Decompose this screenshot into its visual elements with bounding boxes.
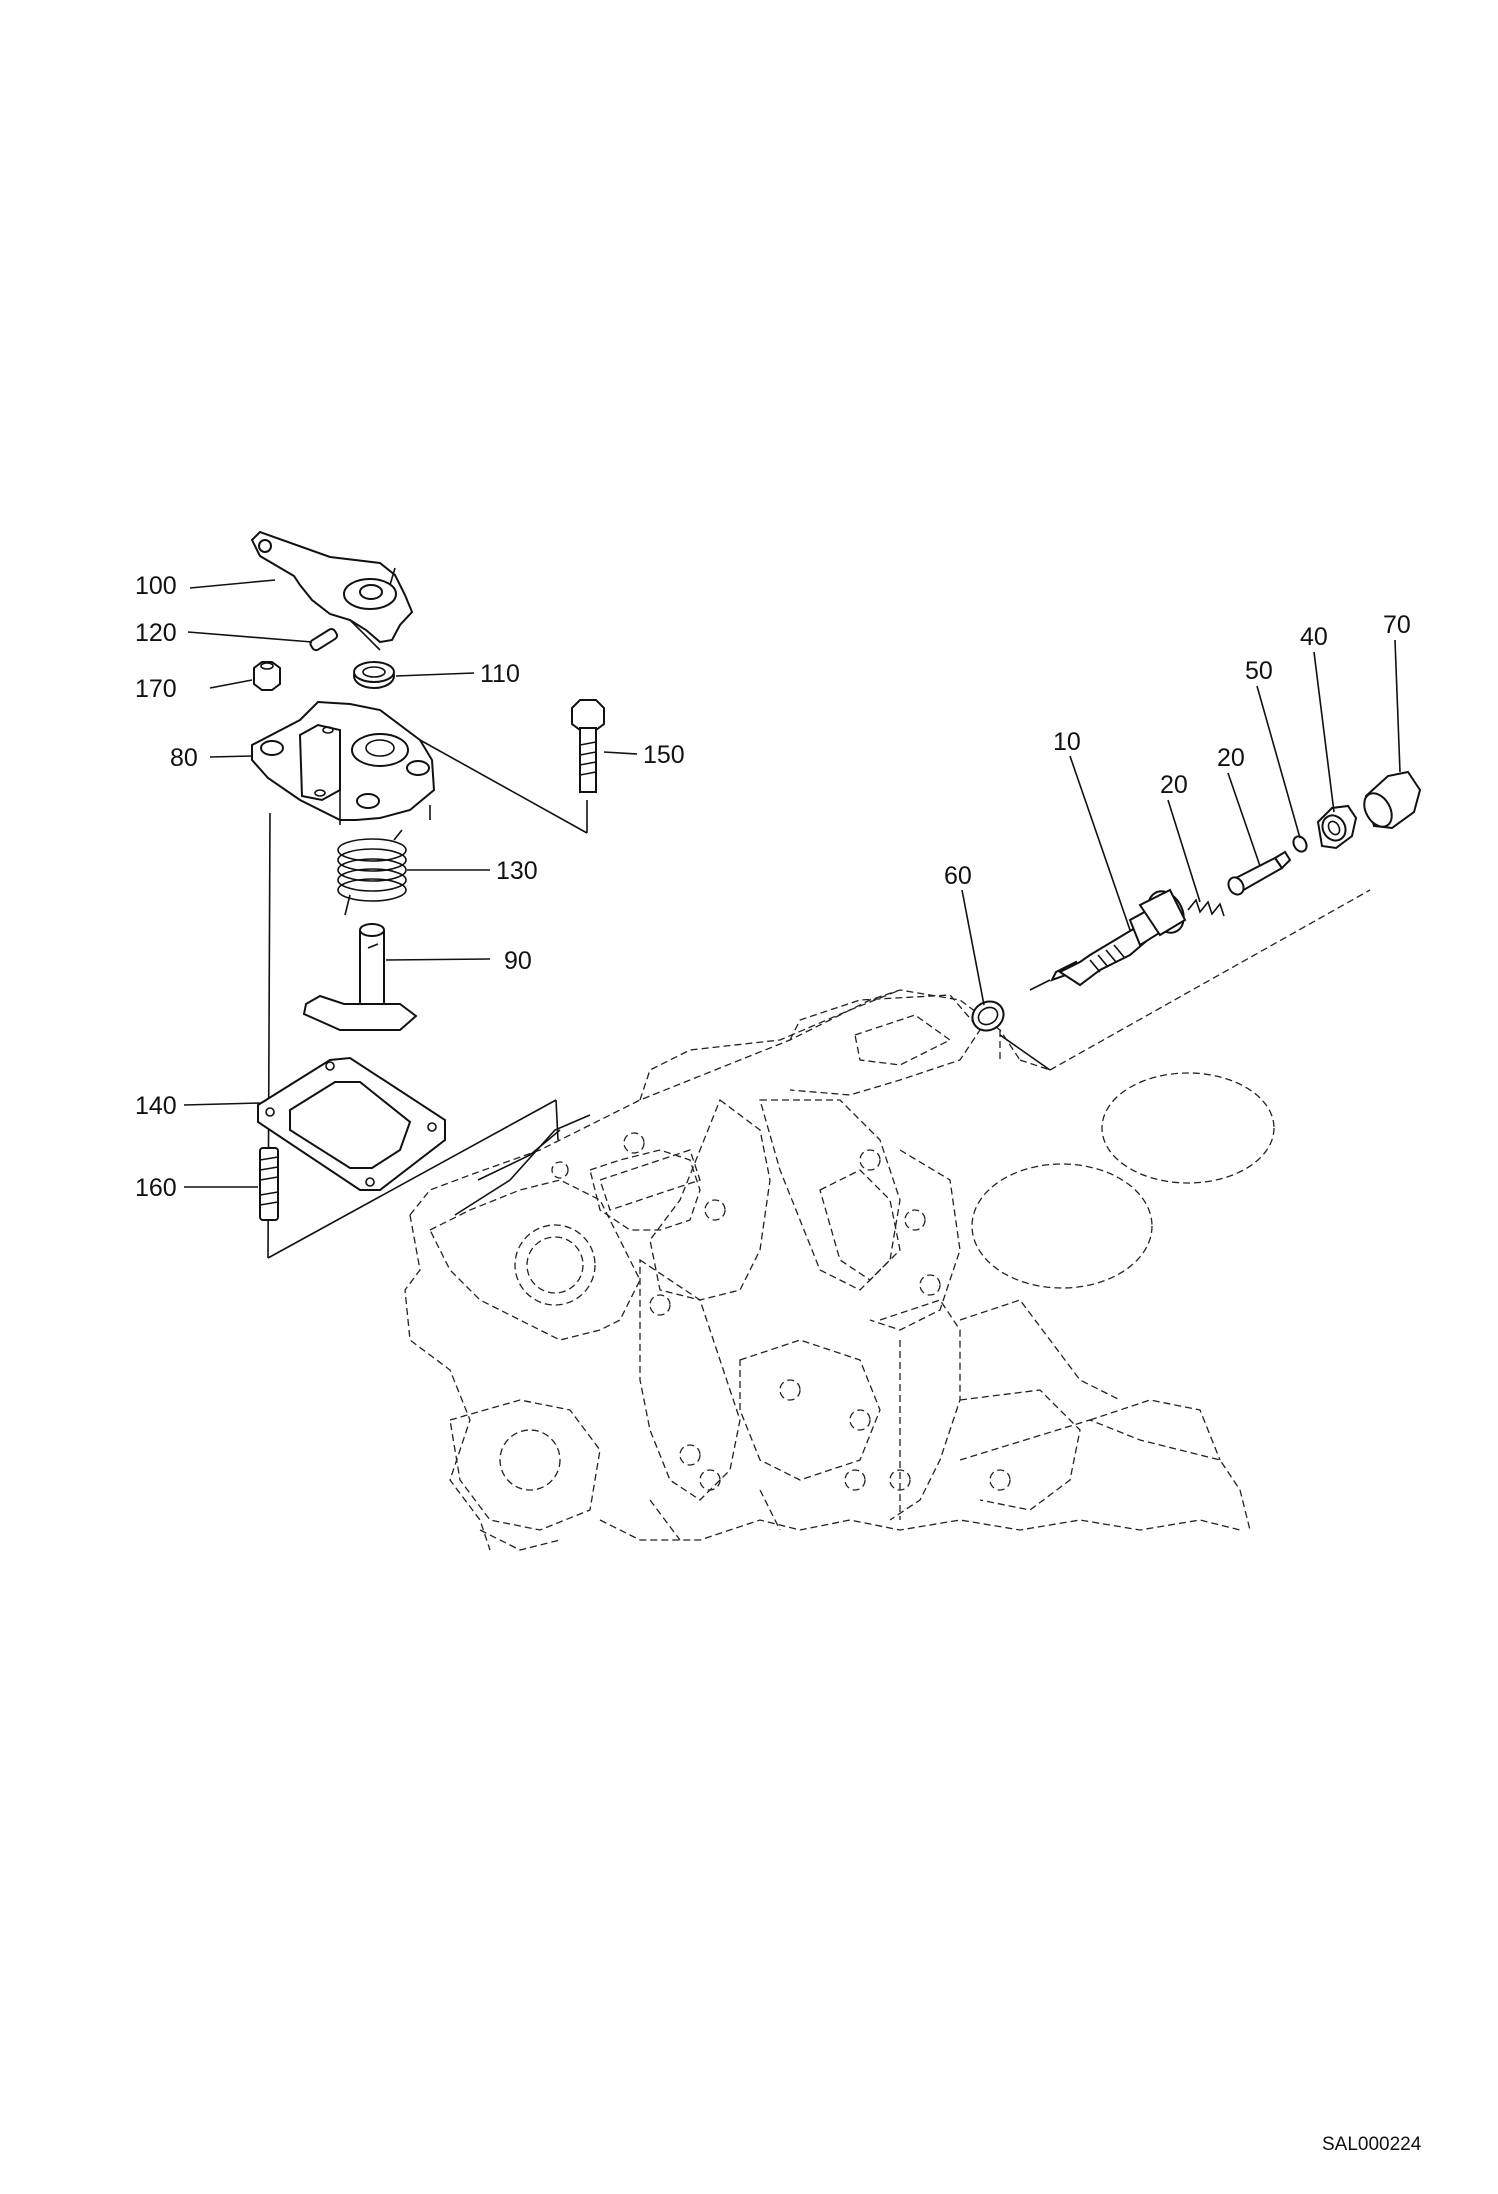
- callout-60: 60: [944, 862, 972, 890]
- callout-20-right: 20: [1217, 744, 1245, 772]
- callout-150: 150: [643, 741, 685, 769]
- callout-40: 40: [1300, 623, 1328, 651]
- nut-part-40: [1316, 804, 1358, 850]
- callout-90: 90: [504, 947, 532, 975]
- axis-line-right: [999, 979, 1051, 1071]
- stud-part-160: [259, 1147, 279, 1221]
- callout-170: 170: [135, 675, 177, 703]
- seal-part-110: [353, 661, 395, 689]
- valve-body-part-10: [1049, 888, 1187, 987]
- engine-block-phantom: [404, 889, 1371, 1551]
- bolt-part-150: [571, 699, 605, 793]
- callout-110: 110: [480, 660, 520, 688]
- callout-130: 130: [496, 857, 538, 885]
- callout-100: 100: [135, 572, 177, 600]
- lever-part-100: [250, 530, 414, 651]
- housing-part-80: [251, 700, 436, 825]
- nut-part-170: [253, 661, 281, 691]
- plunger-part-20-right: [1227, 850, 1292, 896]
- cap-part-70: [1363, 770, 1422, 830]
- spring-part-130: [337, 829, 407, 916]
- shaft-part-90: [302, 923, 418, 1031]
- callout-50: 50: [1245, 657, 1273, 685]
- washer-part-60: [971, 1000, 1005, 1032]
- callout-10: 10: [1053, 728, 1081, 756]
- o-ring-part-50: [1292, 835, 1308, 853]
- callout-70: 70: [1383, 611, 1411, 639]
- callout-labels: 100 120 170 110 80 150 130 90 140 160 60…: [135, 572, 1411, 1202]
- callout-80: 80: [170, 744, 198, 772]
- callout-140: 140: [135, 1092, 177, 1120]
- callout-120: 120: [135, 619, 177, 647]
- callout-160: 160: [135, 1174, 177, 1202]
- gasket-part-140: [257, 1056, 446, 1191]
- pin-part-120: [309, 628, 339, 652]
- spring-part-20-left: [1187, 898, 1225, 917]
- callout-20-left: 20: [1160, 771, 1188, 799]
- callout-leaders: [183, 579, 1401, 1188]
- drawing-reference-code: SAL000224: [1322, 2134, 1422, 2155]
